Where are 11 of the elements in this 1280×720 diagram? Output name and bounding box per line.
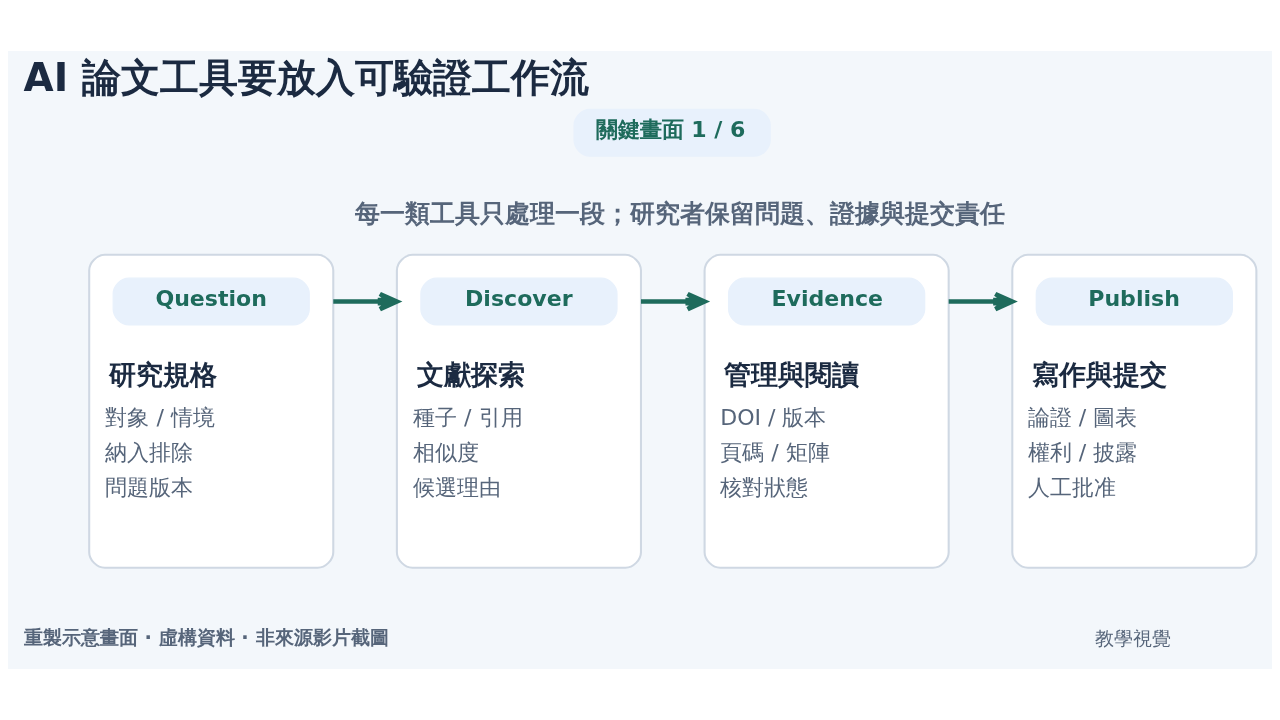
node-box: Question: [112, 277, 310, 326]
label: 重製示意畫面 · 虛構資料 · 非來源影片截圖: [23, 625, 389, 649]
arrow: [640, 291, 707, 312]
diagram-title: AI 論文工具要放入可驗證工作流: [23, 55, 589, 101]
arrow: [333, 291, 400, 312]
label: 教學視覺: [1094, 626, 1171, 650]
node-box: Evidence: [727, 277, 926, 326]
label: 每一類工具只處理一段；研究者保留問題、證據與提交責任: [355, 198, 1006, 228]
node-box: Discover: [420, 277, 618, 326]
arrow: [948, 291, 1015, 312]
node-box: Publish: [1035, 277, 1233, 326]
